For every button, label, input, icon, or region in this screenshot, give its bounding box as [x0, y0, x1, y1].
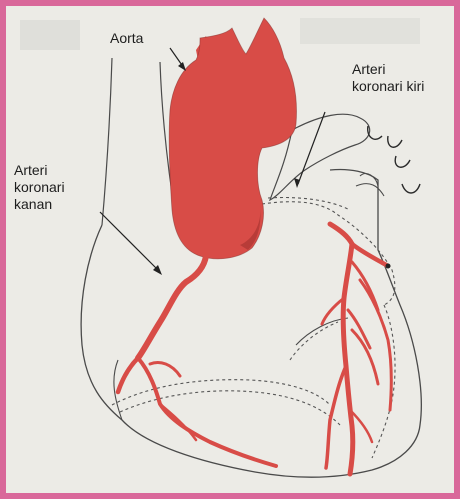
pulmonary-branches	[356, 174, 384, 196]
label-left-coronary: Arteri koronari kiri	[352, 61, 424, 95]
label-left-coronary-line2: koronari kiri	[352, 78, 424, 95]
label-right-coronary-line2: koronari	[14, 179, 65, 196]
right-coronary-artery	[118, 256, 276, 466]
label-left-coronary-line1: Arteri	[352, 61, 424, 78]
pen-scribbles	[368, 126, 420, 193]
label-aorta-text: Aorta	[110, 30, 143, 47]
label-aorta: Aorta	[110, 30, 143, 47]
label-right-coronary: Arteri koronari kanan	[14, 162, 65, 213]
aorta	[169, 18, 296, 259]
artery-junction-dot	[386, 264, 391, 269]
label-right-coronary-line1: Arteri	[14, 162, 65, 179]
label-right-coronary-line3: kanan	[14, 196, 65, 213]
diagram-frame: Aorta Arteri koronari kiri Arteri korona…	[6, 6, 454, 493]
vena-cava-outline	[102, 58, 176, 225]
